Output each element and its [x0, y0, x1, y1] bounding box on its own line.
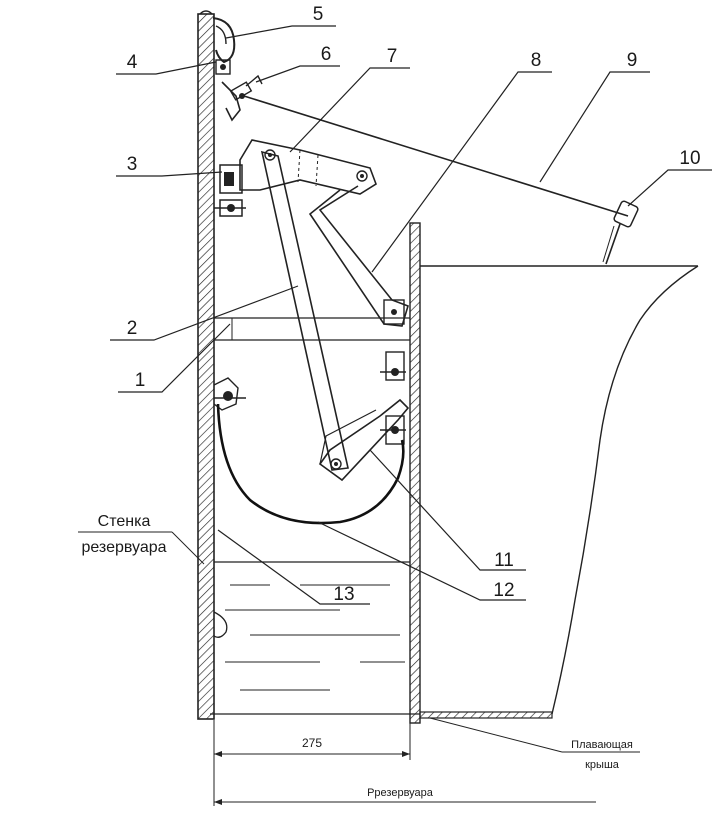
lower-bracket: [318, 351, 410, 482]
callout-8: 8: [531, 50, 542, 71]
dimension-275: [213, 720, 411, 760]
callout-6: 6: [321, 44, 332, 65]
hinge-bracket: [214, 164, 246, 217]
wall-label-line2: резервуара: [81, 539, 166, 556]
seal-membrane: [216, 403, 405, 525]
callout-1: 1: [135, 370, 146, 391]
callout-5: 5: [313, 4, 324, 25]
callout-7: 7: [387, 46, 398, 67]
roof-label-line2: крыша: [585, 759, 620, 771]
upper-bracket: [221, 74, 263, 122]
link-arm: [308, 185, 409, 327]
roof-label-line1: Плавающая: [571, 739, 633, 751]
roof-leader: [429, 717, 563, 753]
horizontal-plate: [214, 317, 410, 341]
top-seal-lip: [212, 17, 236, 75]
callout-13: 13: [333, 584, 354, 605]
cable: [243, 95, 629, 217]
wall-label-line1: Стенка: [98, 513, 151, 530]
callout-9: 9: [627, 50, 638, 71]
wall-bolt-lower: [213, 377, 246, 411]
tank-wall: [197, 10, 215, 720]
dimension-bottom-label: Ррезервуара: [367, 787, 434, 799]
callout-12: 12: [493, 580, 514, 601]
dimension-bottom: [213, 760, 596, 806]
roof-pontoon: [210, 222, 699, 724]
callout-leaders: [110, 25, 712, 605]
lever-arm: [239, 139, 377, 195]
callout-10: 10: [679, 148, 700, 169]
callout-11: 11: [494, 550, 514, 571]
callout-4: 4: [127, 52, 138, 73]
long-rod: [260, 150, 349, 471]
turnbuckle: [602, 200, 639, 265]
product-liquid: [213, 561, 410, 691]
callout-2: 2: [127, 318, 138, 339]
callout-3: 3: [127, 154, 138, 175]
dimension-275-label: 275: [302, 736, 322, 750]
